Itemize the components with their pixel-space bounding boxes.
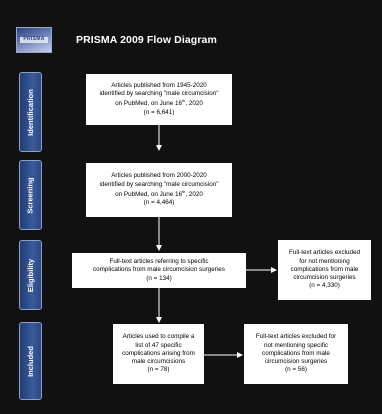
eligibility-line1: Full-text articles referring to specific: [109, 258, 209, 266]
identification-line1: Articles published from 1945-2020: [111, 81, 207, 89]
stage-included: Included: [19, 322, 42, 400]
identification-count: (n = 6,641): [143, 108, 175, 116]
included-line1: Articles used to compile a: [122, 333, 195, 341]
prisma-logo: PRISMA: [16, 27, 52, 53]
included-excluded-line3: complications from male: [262, 349, 330, 357]
included-line3: complications arising from: [122, 349, 195, 357]
eligibility-excluded-line4: circumcision surgeries: [293, 274, 356, 282]
eligibility-excluded-line2: for not mentioning: [299, 257, 350, 265]
identification-box: Articles published from 1945-2020 identi…: [86, 74, 232, 125]
logo-band: [20, 37, 48, 43]
stage-eligibility: Eligibility: [19, 240, 42, 310]
identification-line2: identified by searching "male circumcisi…: [99, 90, 219, 98]
screening-count: (n = 4,464): [143, 199, 175, 207]
screening-box: Articles published from 2000-2020 identi…: [86, 163, 232, 217]
included-line4: male circumcisions: [131, 358, 186, 366]
screening-line3: on PubMed, on June 16th, 2020: [115, 188, 203, 199]
screening-line2: identified by searching "male circumcisi…: [99, 180, 219, 188]
included-line2: list of 47 specific: [135, 341, 182, 349]
eligibility-excluded-count: (n = 4,330): [309, 282, 340, 290]
identification-line3: on PubMed, on June 16th, 2020: [115, 98, 203, 108]
eligibility-box: Full-text articles referring to specific…: [72, 253, 246, 288]
included-excluded-line4: circumcision surgeries: [264, 358, 328, 366]
eligibility-excluded-box: Full-text articles excluded for not ment…: [278, 240, 371, 300]
included-excluded-box: Full-text articles excluded for not ment…: [244, 324, 348, 384]
screening-line1: Articles published from 2000-2020: [111, 172, 207, 180]
eligibility-count: (n = 134): [146, 274, 172, 282]
eligibility-excluded-line1: Full-text articles excluded: [288, 249, 361, 257]
logo-text: PRISMA: [23, 36, 45, 42]
included-count: (n = 78): [147, 366, 170, 374]
included-excluded-count: (n = 56): [285, 366, 307, 374]
stage-identification: Identification: [19, 72, 42, 152]
eligibility-line2: complications from male circumcision sur…: [93, 266, 225, 274]
eligibility-excluded-line3: complications from male: [290, 265, 359, 273]
included-excluded-line2: not mentioning specific: [263, 341, 329, 349]
included-excluded-line1: Full-text articles excluded for: [255, 333, 337, 341]
page-title: PRISMA 2009 Flow Diagram: [76, 34, 217, 46]
stage-screening: Screening: [19, 160, 42, 230]
included-box: Articles used to compile a list of 47 sp…: [113, 324, 204, 384]
